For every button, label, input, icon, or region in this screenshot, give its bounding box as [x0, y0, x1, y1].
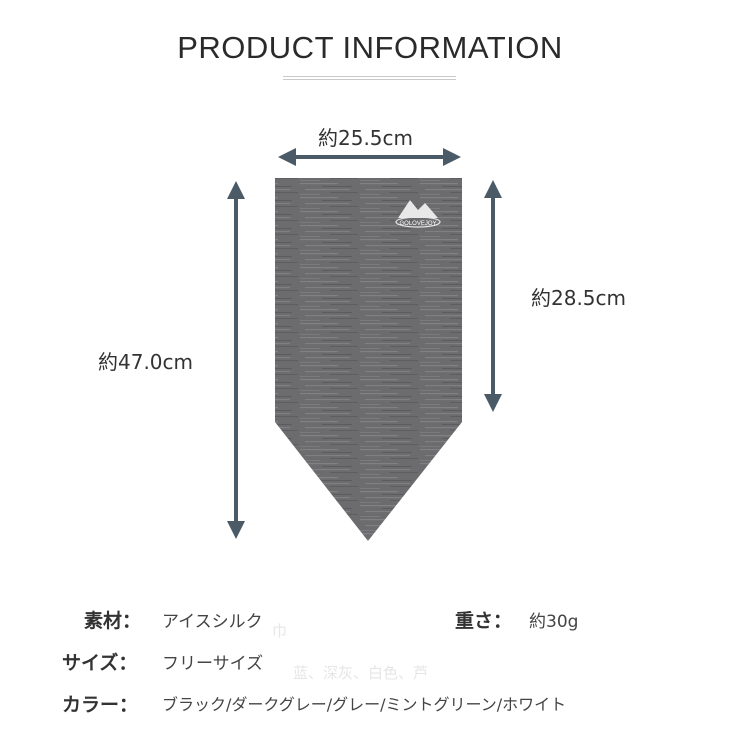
total-length-label: 約47.0cm	[98, 350, 194, 374]
brand-logo-text: GOLOVEJOY	[399, 221, 436, 227]
material-value: アイスシルク	[162, 612, 263, 632]
color-value: ブラック/ダークグレー/グレー/ミントグリーン/ホワイト	[162, 695, 567, 714]
ghost-text-1: 巾	[272, 622, 288, 640]
upper-length-label: 約28.5cm	[531, 286, 627, 310]
color-label: カラー：	[62, 694, 139, 716]
brand-logo: GOLOVEJOY	[395, 200, 441, 228]
title-underline	[283, 76, 456, 80]
weight-value: 約30g	[529, 612, 579, 632]
page-title: PRODUCT INFORMATION	[177, 30, 563, 65]
size-label: サイズ：	[62, 652, 138, 674]
material-label: 素材：	[84, 610, 142, 632]
width-arrow	[278, 148, 461, 166]
ghost-text-2: 蓝、深灰、白色、芦	[293, 664, 429, 682]
size-value: フリーサイズ	[162, 654, 264, 674]
width-label: 約25.5cm	[318, 126, 414, 150]
weight-label: 重さ：	[455, 610, 513, 632]
total-length-arrow	[227, 181, 245, 539]
upper-length-arrow	[484, 180, 502, 412]
mountain-icon	[398, 200, 438, 218]
neck-gaiter-shape	[275, 178, 462, 541]
